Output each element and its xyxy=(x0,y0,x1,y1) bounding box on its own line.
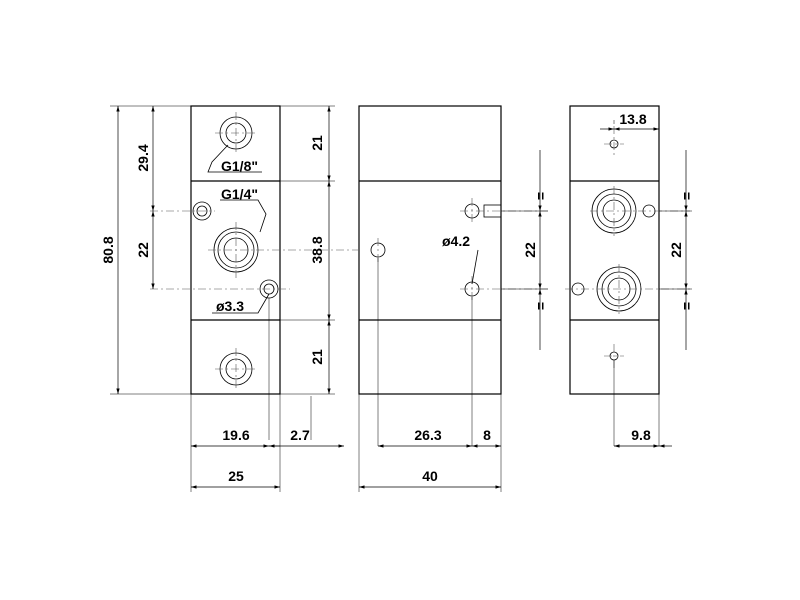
dim-side-width-label: 40 xyxy=(422,468,438,484)
leader-hole-medium xyxy=(471,249,479,285)
dim-section-mid-label: 38.8 xyxy=(309,236,325,263)
rear-view: 13.8 = 22 = 9.8 xyxy=(565,105,695,448)
dim-rear-bottom-offset-label: 9.8 xyxy=(631,427,651,443)
label-hole-small: ø3.3 xyxy=(216,298,244,314)
side-view: ø4.2 = 22 = 26.3 8 40 xyxy=(358,105,549,492)
rear-body-outline xyxy=(569,105,660,395)
dim-side-port-spacing-label: 22 xyxy=(522,242,538,258)
dim-port-spacing-label: 22 xyxy=(135,242,151,258)
dim-side-offset-label: 2.7 xyxy=(290,427,310,443)
front-bottom-port xyxy=(215,348,258,390)
dim-section-top-label: 21 xyxy=(309,135,325,151)
side-equal-mark-bottom: = xyxy=(533,302,549,310)
dim-rear-top-offset-label: 13.8 xyxy=(619,111,646,127)
label-thread-small: G1/8" xyxy=(221,158,258,174)
dim-overall-height-label: 80.8 xyxy=(100,236,116,263)
rear-lower-port xyxy=(565,264,690,314)
dim-rear-port-spacing-label: 22 xyxy=(668,242,684,258)
leader-thread-large xyxy=(220,199,267,233)
rear-lower-hole xyxy=(571,282,585,296)
side-equal-mark-top: = xyxy=(533,192,549,200)
front-middle-port xyxy=(208,222,358,278)
side-body-outline xyxy=(358,105,502,395)
rear-equal-mark-bottom: = xyxy=(679,302,695,310)
dim-top-to-port-label: 29.4 xyxy=(135,144,151,171)
label-thread-large: G1/4" xyxy=(221,186,258,202)
rear-equal-mark-top: = xyxy=(679,192,695,200)
dim-front-width-label: 25 xyxy=(228,468,244,484)
rear-upper-hole xyxy=(642,204,656,218)
dim-pin-offset-label: 8 xyxy=(483,427,491,443)
front-top-port xyxy=(215,112,258,155)
dim-side-offset-x-label: 26.3 xyxy=(414,427,441,443)
leader-thread-small xyxy=(207,144,262,173)
front-view: G1/8" G1/4" ø3.3 80.8 29.4 22 21 38.8 21… xyxy=(100,105,358,492)
leader-hole-small xyxy=(212,293,270,314)
label-hole-medium: ø4.2 xyxy=(442,233,470,249)
dim-section-bottom-label: 21 xyxy=(309,349,325,365)
rear-top-pin xyxy=(604,126,624,156)
dim-hole-offset-x-label: 19.6 xyxy=(222,427,249,443)
